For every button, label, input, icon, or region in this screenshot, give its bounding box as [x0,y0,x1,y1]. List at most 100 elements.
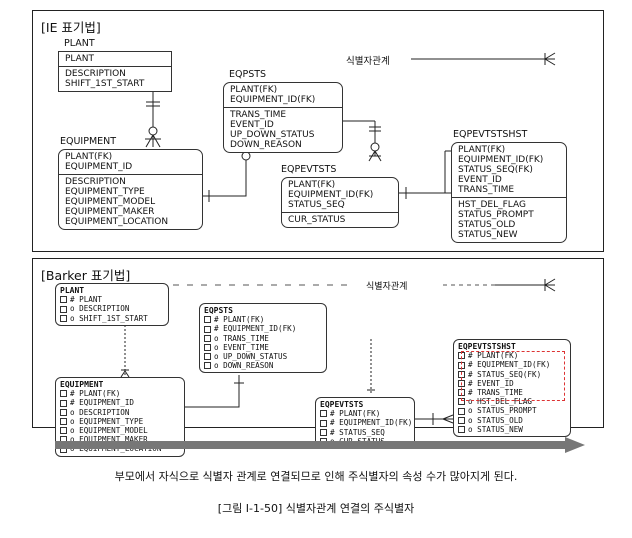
ie-eqpsts-name: EQPSTS [229,69,267,80]
barker-relationship-lines [120,278,556,425]
ie-eqpevtstshst-pk-3: STATUS_SEQ(FK) [458,165,533,175]
caption-text: 부모에서 자식으로 식별자 관계로 연결되므로 인해 주식별자의 속성 수가 많… [114,470,518,483]
barker-entity-plant: PLANT # PLANT o DESCRIPTION o SHIFT_1ST_… [55,283,169,326]
ie-notation-panel: [IE 표기법] 식별자관계 [32,10,604,252]
ie-equipment-attr-5: EQUIPMENT_LOCATION [65,217,169,227]
barker-eqpsts-name: EQPSTS [204,306,233,315]
barker-panel-title: [Barker 표기법] [41,268,131,283]
checkbox-icon [458,416,465,424]
barker-plant-row-1: # PLANT [70,295,103,305]
ie-identifying-label: 식별자관계 [346,56,390,67]
barker-notation-panel: [Barker 표기법] 식별자관계 PLANT # PLANT o DESCR… [32,258,604,457]
ie-equipment-pk-1: PLANT(FK) [65,152,113,162]
barker-eqpsts-row-1: # PLANT(FK) [214,315,265,325]
checkbox-icon [204,362,211,370]
ie-eqpsts-attr-3: UP_DOWN_STATUS [230,130,315,140]
barker-eqpevtstshst-row-6: o HST_DEL_FLAG [468,397,533,407]
ie-equipment-name: EQUIPMENT [60,136,117,147]
barker-equipment-row-6: o EQUIPMENT_MAKER [70,435,148,445]
ie-eqpsts-attr-4: DOWN_REASON [230,140,302,150]
ie-eqpsts-attr-2: EVENT_ID [230,120,274,130]
ie-entity-eqpevtstshst: PLANT(FK) EQUIPMENT_ID(FK) STATUS_SEQ(FK… [451,142,567,243]
growth-arrow-icon [55,437,585,453]
ie-equipment-pk-2: EQUIPMENT_ID [65,162,133,172]
barker-eqpsts-row-4: o EVENT_TIME [214,342,269,352]
ie-relationship-lines [145,52,556,202]
ie-eqpsts-pk-2: EQUIPMENT_ID(FK) [230,95,316,105]
checkbox-icon [60,427,67,435]
checkbox-icon [60,390,67,398]
checkbox-icon [60,408,67,416]
barker-eqpevtsts-row-2: # EQUIPMENT_ID(FK) [330,418,413,428]
checkbox-icon [60,296,67,304]
ie-eqpevtstshst-attr-2: STATUS_PROMPT [458,210,534,220]
barker-eqpsts-row-3: o TRANS_TIME [214,333,269,343]
checkbox-icon [204,325,211,333]
barker-eqpevtstshst-row-9: o STATUS_NEW [468,424,523,434]
barker-equipment-name: EQUIPMENT [60,380,104,389]
ie-entity-equipment: PLANT(FK) EQUIPMENT_ID DESCRIPTION EQUIP… [58,149,203,230]
ie-eqpevtsts-pk-1: PLANT(FK) [288,180,336,190]
ie-eqpevtstshst-pk-5: TRANS_TIME [458,185,515,195]
barker-plant-name: PLANT [60,286,85,295]
checkbox-icon [60,314,67,322]
ie-equipment-attr-4: EQUIPMENT_MAKER [65,207,155,217]
barker-eqpevtstshst-row-5: # TRANS_TIME [468,388,523,398]
barker-plant-row-2: o DESCRIPTION [70,304,130,314]
ie-plant-attr-2: SHIFT_1ST_START [65,79,145,89]
checkbox-icon [458,425,465,433]
checkbox-icon [204,343,211,351]
barker-eqpsts-row-6: o DOWN_REASON [214,361,274,371]
figure-caption: [그림 Ⅰ-1-50] 식별자관계 연결의 주식별자 [217,502,415,515]
ie-entity-eqpevtsts: PLANT(FK) EQUIPMENT_ID(FK) STATUS_SEQ CU… [281,177,399,228]
checkbox-icon [204,353,211,361]
ie-equipment-attr-3: EQUIPMENT_MODEL [65,197,156,207]
barker-entity-eqpsts: EQPSTS # PLANT(FK) # EQUIPMENT_ID(FK) o … [199,303,327,374]
barker-eqpsts-row-5: o UP_DOWN_STATUS [214,352,288,362]
ie-eqpsts-attr-1: TRANS_TIME [230,110,287,120]
barker-equipment-row-5: o EQUIPMENT_MODEL [70,426,148,436]
barker-eqpevtstshst-row-2: # EQUIPMENT_ID(FK) [468,360,551,370]
checkbox-icon [60,399,67,407]
ie-eqpevtstshst-attr-4: STATUS_NEW [458,230,518,240]
barker-equipment-row-3: o DESCRIPTION [70,407,130,417]
ie-entity-plant: PLANT DESCRIPTION SHIFT_1ST_START [58,51,172,92]
checkbox-icon [320,410,327,418]
checkbox-icon [204,334,211,342]
barker-entity-eqpevtstshst: EQPEVTSTSHST # PLANT(FK) # EQUIPMENT_ID(… [453,339,571,438]
barker-eqpsts-row-2: # EQUIPMENT_ID(FK) [214,324,297,334]
barker-identifying-label: 식별자관계 [366,282,408,292]
barker-eqpevtstshst-row-8: o STATUS_OLD [468,415,523,425]
barker-eqpevtstshst-row-1: # PLANT(FK) [468,351,519,361]
barker-eqpevtsts-row-1: # PLANT(FK) [330,409,381,419]
barker-equipment-row-4: o EQUIPMENT_TYPE [70,416,144,426]
ie-eqpevtstshst-attr-1: HST_DEL_FLAG [458,200,526,210]
ie-panel-title: [IE 표기법] [41,20,101,35]
ie-equipment-attr-2: EQUIPMENT_TYPE [65,187,145,197]
ie-eqpevtstshst-attr-3: STATUS_OLD [458,220,516,230]
ie-plant-pk-1: PLANT [65,54,95,64]
barker-eqpevtstshst-row-3: # STATUS_SEQ(FK) [468,369,542,379]
barker-eqpevtsts-name: EQPEVTSTS [320,400,364,409]
barker-eqpevtstshst-name: EQPEVTSTSHST [458,342,516,351]
ie-plant-attr-1: DESCRIPTION [65,69,126,79]
ie-eqpevtstshst-pk-1: PLANT(FK) [458,145,506,155]
ie-eqpevtsts-pk-3: STATUS_SEQ [288,200,345,210]
primary-key-highlight [461,351,565,401]
ie-eqpevtsts-name: EQPEVTSTS [281,164,337,175]
checkbox-icon [320,428,327,436]
barker-eqpevtsts-row-3: # STATUS_SEQ [330,427,385,437]
ie-eqpevtsts-attr-1: CUR_STATUS [288,215,346,225]
barker-equipment-row-1: # PLANT(FK) [70,389,121,399]
barker-plant-row-3: o SHIFT_1ST_START [70,313,148,323]
checkbox-icon [204,316,211,324]
ie-eqpevtstshst-pk-2: EQUIPMENT_ID(FK) [458,155,544,165]
ie-equipment-attr-1: DESCRIPTION [65,177,126,187]
ie-entity-eqpsts: PLANT(FK) EQUIPMENT_ID(FK) TRANS_TIME EV… [223,82,343,153]
ie-eqpsts-pk-1: PLANT(FK) [230,85,278,95]
barker-eqpevtstshst-row-7: o STATUS_PROMPT [468,406,537,416]
barker-eqpevtstshst-row-4: # EVENT_ID [468,378,514,388]
checkbox-icon [60,417,67,425]
ie-plant-name: PLANT [64,38,95,49]
checkbox-icon [320,419,327,427]
